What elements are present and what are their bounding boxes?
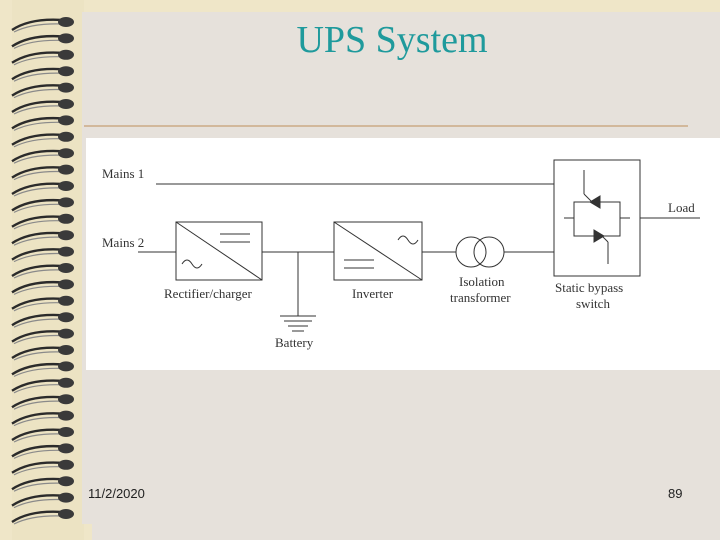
isolation-label-line2: transformer — [450, 290, 511, 305]
binding-ring — [11, 82, 74, 99]
bypass-label-line1: Static bypass — [555, 280, 623, 295]
binding-ring — [11, 246, 74, 263]
binding-ring — [11, 263, 74, 279]
top-border — [92, 0, 720, 12]
binding-ring — [11, 459, 74, 476]
binding-ring — [11, 443, 74, 459]
battery-label: Battery — [275, 335, 314, 350]
binding-ring — [11, 377, 74, 394]
load-label: Load — [668, 200, 695, 215]
binding-ring — [11, 509, 74, 525]
binding-ring — [11, 148, 74, 164]
binding-ring — [11, 17, 74, 33]
isolation-transformer-symbol — [455, 236, 505, 268]
slide-title: UPS System — [296, 19, 488, 61]
slide-number: 89 — [668, 486, 683, 501]
bypass-label-line2: switch — [576, 296, 610, 311]
binding-ring — [11, 99, 74, 115]
binding-ring — [11, 213, 74, 230]
binding-ring — [11, 394, 74, 410]
spiral-binding — [11, 17, 74, 525]
binding-ring — [11, 33, 74, 49]
ups-diagram: Mains 1 Mains 2 Rectifier/charger — [86, 138, 720, 370]
binding-ring — [11, 279, 74, 295]
binding-ring — [11, 345, 74, 361]
binding-ring — [11, 49, 74, 66]
binding-ring — [11, 361, 74, 377]
binding-ring — [11, 328, 74, 345]
binding-ring — [11, 115, 74, 131]
binding-ring — [11, 476, 74, 492]
rectifier-label: Rectifier/charger — [164, 286, 252, 301]
title-divider — [84, 125, 688, 127]
inverter-block — [333, 221, 423, 281]
binding-ring — [11, 197, 74, 213]
binding-ring — [11, 164, 74, 181]
binding-ring — [11, 312, 74, 328]
mains2-label: Mains 2 — [102, 235, 144, 250]
binding-ring — [11, 181, 74, 197]
static-bypass-switch-block — [553, 159, 641, 277]
isolation-label-line1: Isolation — [459, 274, 505, 289]
binding-ring — [11, 230, 74, 246]
binding-ring — [11, 295, 74, 312]
binding-ring — [11, 492, 74, 509]
rectifier-block — [175, 221, 263, 281]
binding-ring — [11, 66, 74, 82]
battery-symbol — [280, 252, 316, 332]
slide-date: 11/2/2020 — [88, 486, 145, 501]
binding-ring — [11, 410, 74, 427]
binding-ring — [11, 131, 74, 148]
mains1-label: Mains 1 — [102, 166, 144, 181]
binding-ring — [11, 427, 74, 443]
inverter-label: Inverter — [352, 286, 394, 301]
